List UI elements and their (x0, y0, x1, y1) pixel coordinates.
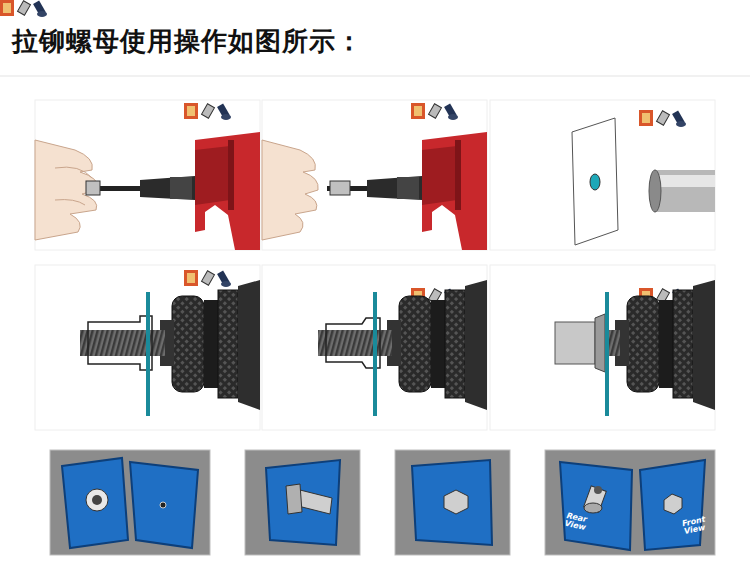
panel-frames-part (35, 265, 260, 430)
panel-frames-part (262, 265, 487, 430)
panel-frames-part (262, 100, 487, 250)
rivet-gun-part (228, 140, 234, 210)
illustration-part (639, 110, 686, 127)
illustration-part (411, 103, 458, 120)
mandrel (318, 330, 392, 356)
hand (262, 140, 318, 240)
rivet-nut (555, 314, 605, 372)
step-icons-part (18, 1, 31, 15)
result-panels-part (245, 450, 360, 555)
rivet-gun-part (140, 176, 195, 200)
nuts-and-bolts-part (160, 502, 166, 508)
nuts-and-bolts-part (298, 490, 332, 514)
blue-plates-part (412, 460, 492, 545)
plate (572, 118, 618, 245)
nuts-and-bolts-part (584, 503, 602, 513)
divider-line (0, 76, 750, 77)
blue-plates-part (266, 460, 340, 545)
rivet-nut-part (595, 314, 605, 372)
nuts-and-bolts-part (86, 489, 108, 511)
step-icons (0, 0, 47, 17)
plate (373, 292, 377, 416)
nuts-and-bolts-part (444, 490, 468, 514)
hand-part (55, 167, 92, 178)
rivet-tool-nose-part (204, 300, 218, 388)
step-icons-part (3, 3, 11, 13)
panel-frames-part (490, 100, 715, 250)
hand-part (55, 200, 85, 205)
plate (605, 292, 609, 416)
step-icons-part (0, 0, 14, 16)
nuts-and-bolts-part (92, 495, 102, 505)
panel-frames (35, 100, 715, 430)
nuts-and-bolts-part (594, 486, 602, 494)
rivet-tool-nose-part (238, 280, 260, 410)
illustration-part (184, 270, 231, 287)
plate-hole (590, 174, 600, 190)
rivet-gun-part (170, 177, 192, 199)
rivet-gun-part (195, 132, 260, 250)
blue-plates-part (640, 460, 705, 550)
rivet-nut-part (649, 170, 661, 212)
result-panels (50, 450, 715, 555)
rivet-nut-part (655, 175, 715, 187)
illustration-part (387, 280, 487, 410)
panel-frames-part (490, 265, 715, 430)
illustration-part (184, 103, 231, 120)
nuts-and-bolts-part (286, 484, 302, 514)
nuts-and-bolts-part (664, 494, 682, 514)
result-panels-part (395, 450, 510, 555)
rivet-tool-nose-part (218, 290, 238, 398)
step-icons-part (37, 11, 47, 17)
blue-plates-part (62, 458, 128, 548)
hand-part (262, 140, 318, 240)
rivet-nut (86, 181, 100, 195)
rivet-tool-nose-part (172, 296, 204, 392)
rivet-nut (330, 181, 350, 195)
rivet-nut (649, 170, 715, 212)
rivet-gun (100, 132, 260, 250)
rivet-gun-part (195, 146, 230, 205)
nuts-and-bolts-part (584, 486, 607, 512)
blue-plates-part (130, 462, 198, 548)
result-panels-part (545, 450, 715, 555)
rivet-nut-part (655, 170, 715, 212)
plate (146, 292, 150, 416)
page-title: 拉铆螺母使用操作如图所示： (12, 24, 363, 59)
illustration-part (327, 132, 487, 250)
panel-frames-part (35, 100, 260, 250)
rivet-nut-part (555, 322, 595, 364)
result-panels-part (50, 450, 210, 555)
rivet-nut-outline (326, 318, 380, 368)
blue-plates-part (560, 462, 632, 550)
rivet-tool-nose (160, 280, 260, 410)
illustration-part (615, 280, 715, 410)
nuts-and-bolts (86, 484, 682, 514)
rivet-nut-outline (88, 316, 152, 370)
blue-plates (62, 458, 705, 550)
